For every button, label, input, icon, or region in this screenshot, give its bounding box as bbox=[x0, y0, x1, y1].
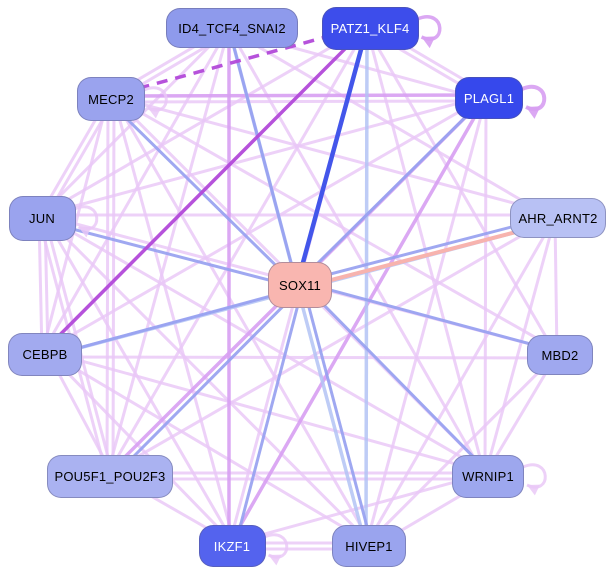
node-PLAGL1[interactable]: PLAGL1 bbox=[455, 77, 523, 119]
arrowhead-icon bbox=[268, 554, 282, 566]
node-label: ID4_TCF4_SNAI2 bbox=[178, 20, 286, 36]
edge-AHR_ARNT2-to-POU5F1_POU2F3 bbox=[108, 214, 558, 474]
node-label: POU5F1_POU2F3 bbox=[54, 468, 166, 484]
node-IKZF1[interactable]: IKZF1 bbox=[198, 525, 266, 567]
node-label: SOX11 bbox=[279, 277, 321, 293]
node-label: HIVEP1 bbox=[345, 538, 393, 554]
node-label: PLAGL1 bbox=[463, 90, 515, 106]
self-loop-MECP2 bbox=[143, 86, 168, 119]
node-PATZ1_KLF4[interactable]: PATZ1_KLF4 bbox=[321, 6, 419, 50]
self-loop-PLAGL1 bbox=[521, 84, 547, 119]
arrowhead-icon bbox=[78, 226, 92, 238]
node-ID4_TCF4_SNAI2[interactable]: ID4_TCF4_SNAI2 bbox=[166, 8, 298, 48]
node-label: CEBPB bbox=[22, 346, 68, 362]
self-loop-PATZ1_KLF4 bbox=[416, 15, 442, 49]
self-loop-IKZF1 bbox=[263, 533, 289, 566]
node-CEBPB[interactable]: CEBPB bbox=[8, 332, 82, 376]
node-label: WRNIP1 bbox=[462, 468, 514, 484]
node-POU5F1_POU2F3[interactable]: POU5F1_POU2F3 bbox=[47, 454, 173, 498]
node-MBD2[interactable]: MBD2 bbox=[527, 335, 593, 375]
node-label: AHR_ARNT2 bbox=[518, 210, 598, 226]
arrowhead-icon bbox=[148, 107, 162, 119]
node-label: JUN bbox=[29, 210, 55, 226]
node-SOX11[interactable]: SOX11 bbox=[268, 262, 332, 308]
arrowhead-icon bbox=[421, 36, 436, 49]
edge-WRNIP1-to-JUN bbox=[43, 215, 491, 475]
edge-HIVEP1-to-SOX11 bbox=[299, 284, 374, 546]
node-label: IKZF1 bbox=[213, 538, 251, 554]
node-HIVEP1[interactable]: HIVEP1 bbox=[332, 525, 406, 567]
self-loop-JUN bbox=[73, 205, 99, 238]
node-label: MBD2 bbox=[541, 347, 579, 363]
node-label: MECP2 bbox=[88, 91, 134, 107]
node-JUN[interactable]: JUN bbox=[8, 195, 76, 241]
node-WRNIP1[interactable]: WRNIP1 bbox=[452, 454, 524, 498]
node-AHR_ARNT2[interactable]: AHR_ARNT2 bbox=[510, 198, 606, 238]
node-label: PATZ1_KLF4 bbox=[330, 20, 410, 36]
arrowhead-icon bbox=[526, 106, 541, 119]
self-loop-WRNIP1 bbox=[522, 463, 547, 496]
node-MECP2[interactable]: MECP2 bbox=[77, 77, 145, 121]
arrowhead-icon bbox=[527, 484, 541, 496]
